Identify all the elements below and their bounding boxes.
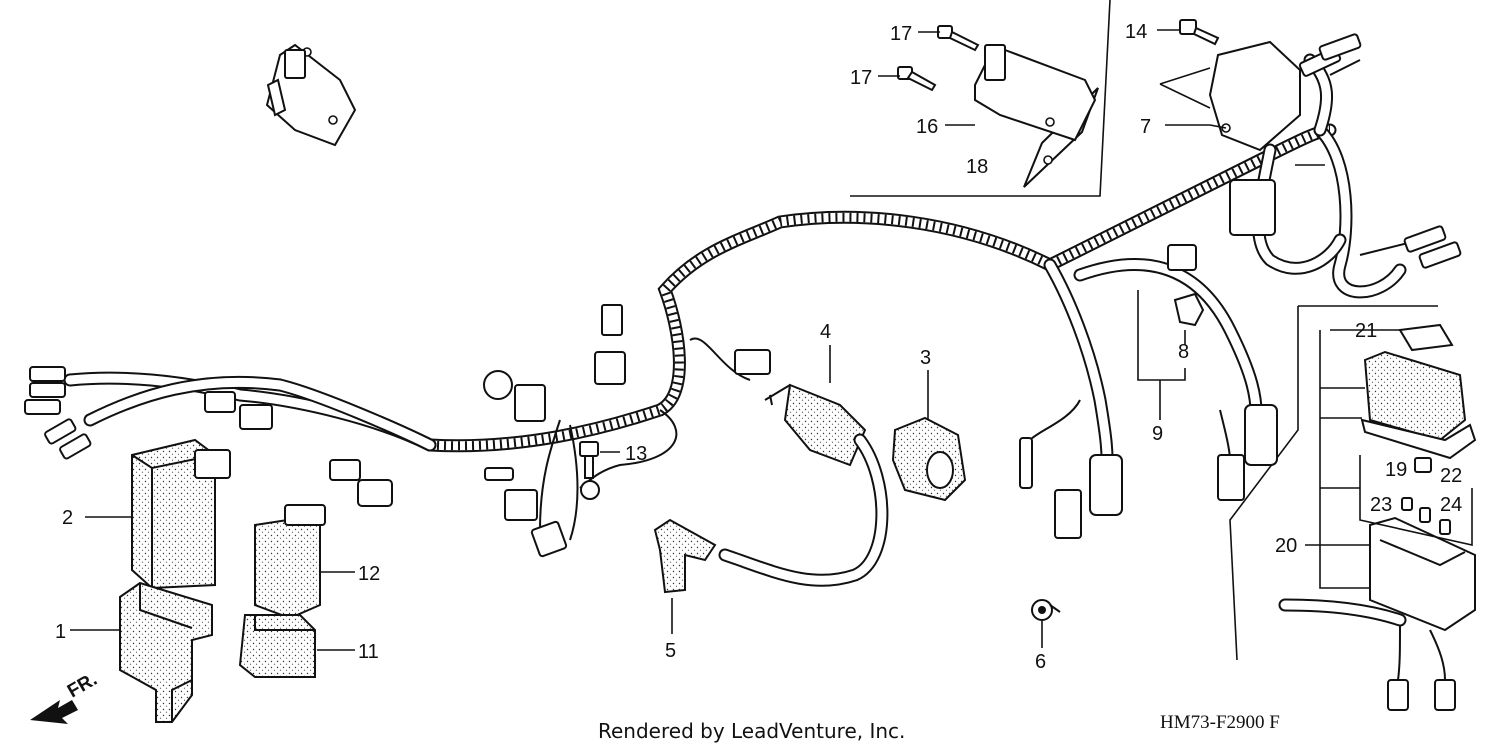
part-8-plug (1173, 292, 1205, 327)
part-5-plug-cap (653, 518, 717, 594)
callout-6: 6 (1035, 651, 1046, 673)
callout-8: 8 (1178, 341, 1189, 363)
callout-1: 1 (55, 621, 66, 643)
part-7-regulator-rectifier (1208, 40, 1301, 152)
front-direction-arrow: FR. (30, 669, 101, 724)
callout-5: 5 (665, 640, 676, 662)
callout-22: 22 (1440, 465, 1462, 487)
main-wire-harness (63, 53, 1421, 541)
part-3-rubber-mount (891, 416, 967, 502)
part-11-relay-cover (238, 614, 316, 678)
callout-14: 14 (1125, 21, 1147, 43)
small-fuses (1401, 457, 1451, 535)
part-14-bolt (1179, 19, 1220, 46)
callout-13: 13 (625, 443, 647, 465)
callout-labels: 2 1 12 11 13 4 3 5 6 8 9 17 17 16 18 14 … (55, 21, 1462, 673)
callout-12: 12 (358, 563, 380, 585)
callout-3: 3 (920, 347, 931, 369)
drawing-code: HM73-F2900 F (1160, 712, 1280, 733)
callout-2: 2 (62, 507, 73, 529)
part-16-regulator-body (974, 44, 1097, 142)
harness-connectors (24, 33, 1462, 558)
callout-9: 9 (1152, 423, 1163, 445)
callout-17b: 17 (850, 67, 872, 89)
front-marker-label: FR. (64, 669, 101, 702)
part-16-regulator (265, 43, 357, 147)
part-12-relay (254, 504, 326, 620)
part-6-clamp (1031, 599, 1061, 621)
footer-credit: Rendered by LeadVenture, Inc. (598, 719, 905, 743)
part-13-bolt (579, 441, 600, 500)
fuse-inset-border (1229, 306, 1299, 661)
callout-23: 23 (1370, 494, 1392, 516)
callout-17a: 17 (890, 23, 912, 45)
part-2-cdi-unit (131, 438, 231, 590)
callout-11: 11 (358, 641, 379, 663)
callout-20: 20 (1275, 535, 1297, 557)
regulator-inset-border (850, 0, 1111, 197)
callout-19: 19 (1385, 459, 1407, 481)
callout-24: 24 (1440, 494, 1462, 516)
part-4-ignition-coil (718, 383, 889, 587)
part-1-cdi-cover (119, 581, 213, 723)
inset-dividers (850, 0, 1438, 661)
part-20-fuse-box-base (1278, 516, 1476, 711)
callout-21: 21 (1355, 320, 1377, 342)
callout-18: 18 (966, 156, 988, 178)
callout-16: 16 (916, 116, 938, 138)
callout-4: 4 (820, 321, 831, 343)
part-21-fuse-label (1398, 323, 1454, 352)
callout-7: 7 (1140, 116, 1151, 138)
leader-lines (70, 29, 1473, 651)
fuse-box-lid (1360, 350, 1477, 460)
